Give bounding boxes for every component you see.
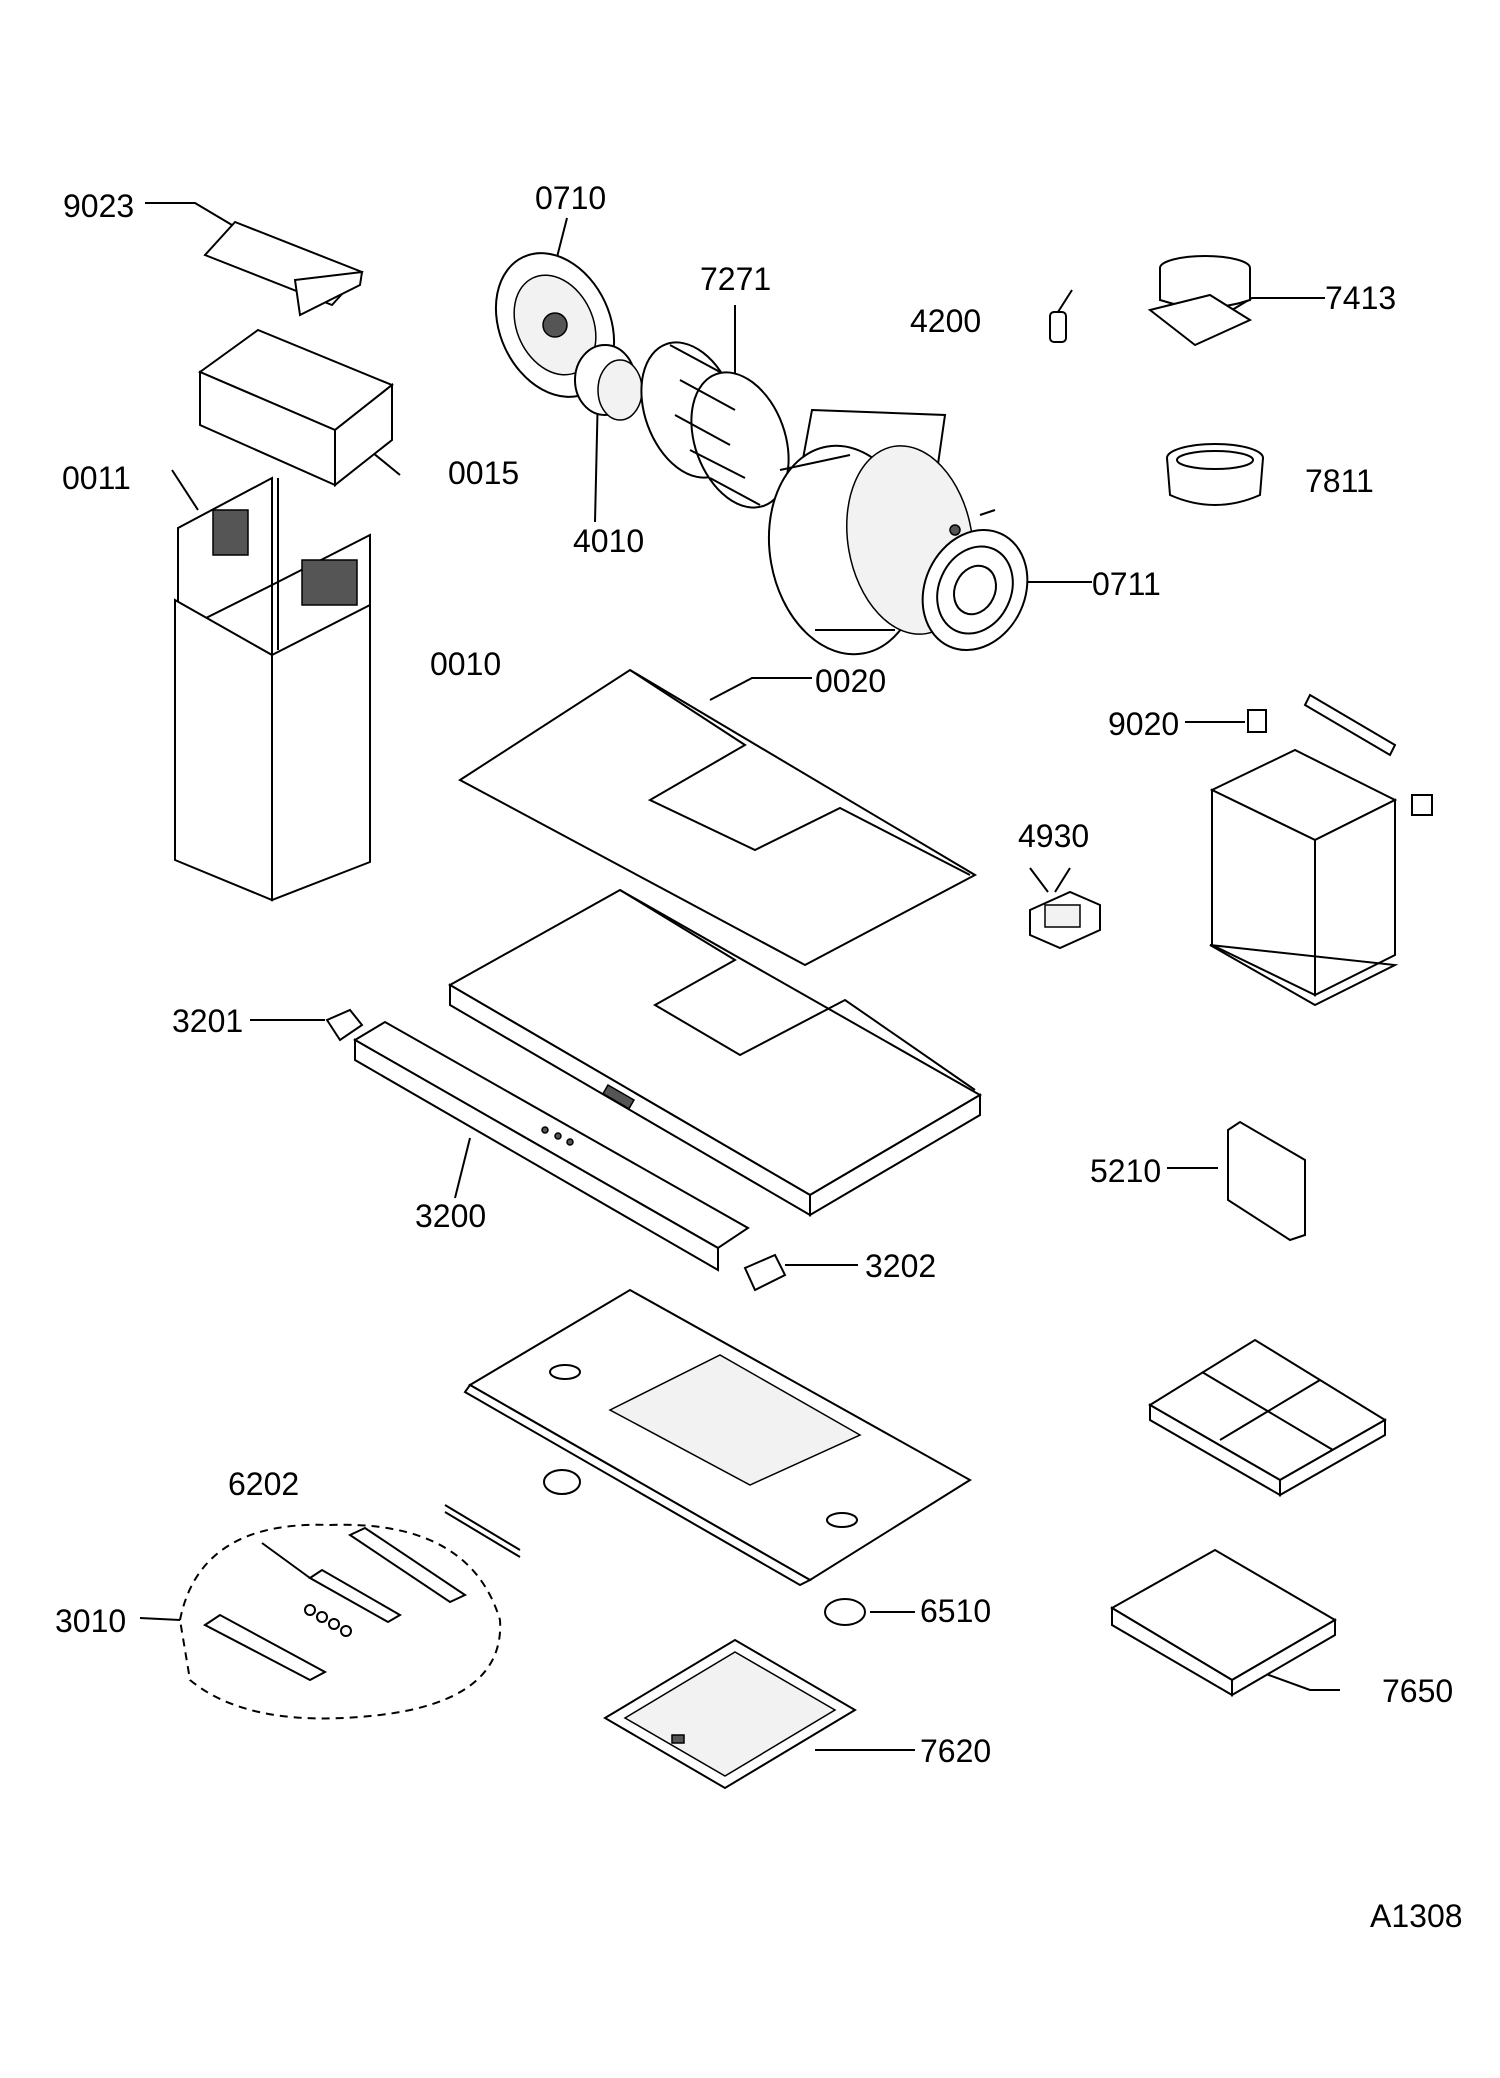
part-label-4200: 4200 [910,303,982,339]
part-3201-end-cap [325,1008,364,1042]
part-9023-bracket [203,220,364,317]
part-0010-lower-chimney [174,598,371,902]
document-code: A1308 [1370,1898,1463,1934]
part-label-3201: 3201 [172,1003,244,1039]
part-7811-ring [1166,443,1264,506]
part-7413-adapter [1147,255,1253,347]
part-3202-end-cap [743,1253,787,1292]
part-hood-body [447,888,982,1217]
part-label-9023: 9023 [63,188,135,224]
part-9020-enclosure [1209,693,1433,1007]
part-label-7650: 7650 [1382,1673,1454,1709]
part-6510-knob [543,1469,866,1626]
part-0015-box [197,328,394,488]
part-3010-control-group [178,1523,502,1720]
part-label-0015: 0015 [448,455,520,491]
part-label-4010: 4010 [573,523,645,559]
part-label-7620: 7620 [920,1733,992,1769]
part-label-3010: 3010 [55,1603,127,1639]
part-7650-carbon-filter [1110,1548,1337,1697]
part-label-6510: 6510 [920,1593,992,1629]
part-filter-frame [1148,1338,1387,1497]
part-5210-plate [1227,1120,1306,1242]
part-label-9020: 9020 [1108,706,1180,742]
part-label-0710: 0710 [535,180,607,216]
part-7620-grease-filter [603,1638,857,1790]
part-lower-frame [463,1288,972,1587]
part-label-4930: 4930 [1018,818,1090,854]
part-label-3202: 3202 [865,1248,937,1284]
part-label-3200: 3200 [415,1198,487,1234]
part-label-0011: 0011 [62,460,131,496]
part-7271-impeller [640,341,790,509]
part-4010-motor [574,344,643,421]
part-0711-grill [921,509,1029,652]
part-label-7413: 7413 [1325,280,1397,316]
part-label-0010: 0010 [430,646,502,682]
part-3200-front-panel [353,1020,750,1272]
part-label-0020: 0020 [815,663,887,699]
part-0011-upper-chimney [177,476,371,662]
part-fan-housing [767,408,974,656]
part-label-7811: 7811 [1305,463,1374,499]
part-4930-transformer [1029,890,1101,950]
part-rod [444,1504,521,1558]
part-label-5210: 5210 [1090,1153,1162,1189]
part-label-6202: 6202 [228,1466,300,1502]
part-label-7271: 7271 [700,261,772,297]
part-4200-capacitor [1049,289,1073,343]
part-0020-top-panel [458,668,978,967]
part-label-0711: 0711 [1092,566,1161,602]
